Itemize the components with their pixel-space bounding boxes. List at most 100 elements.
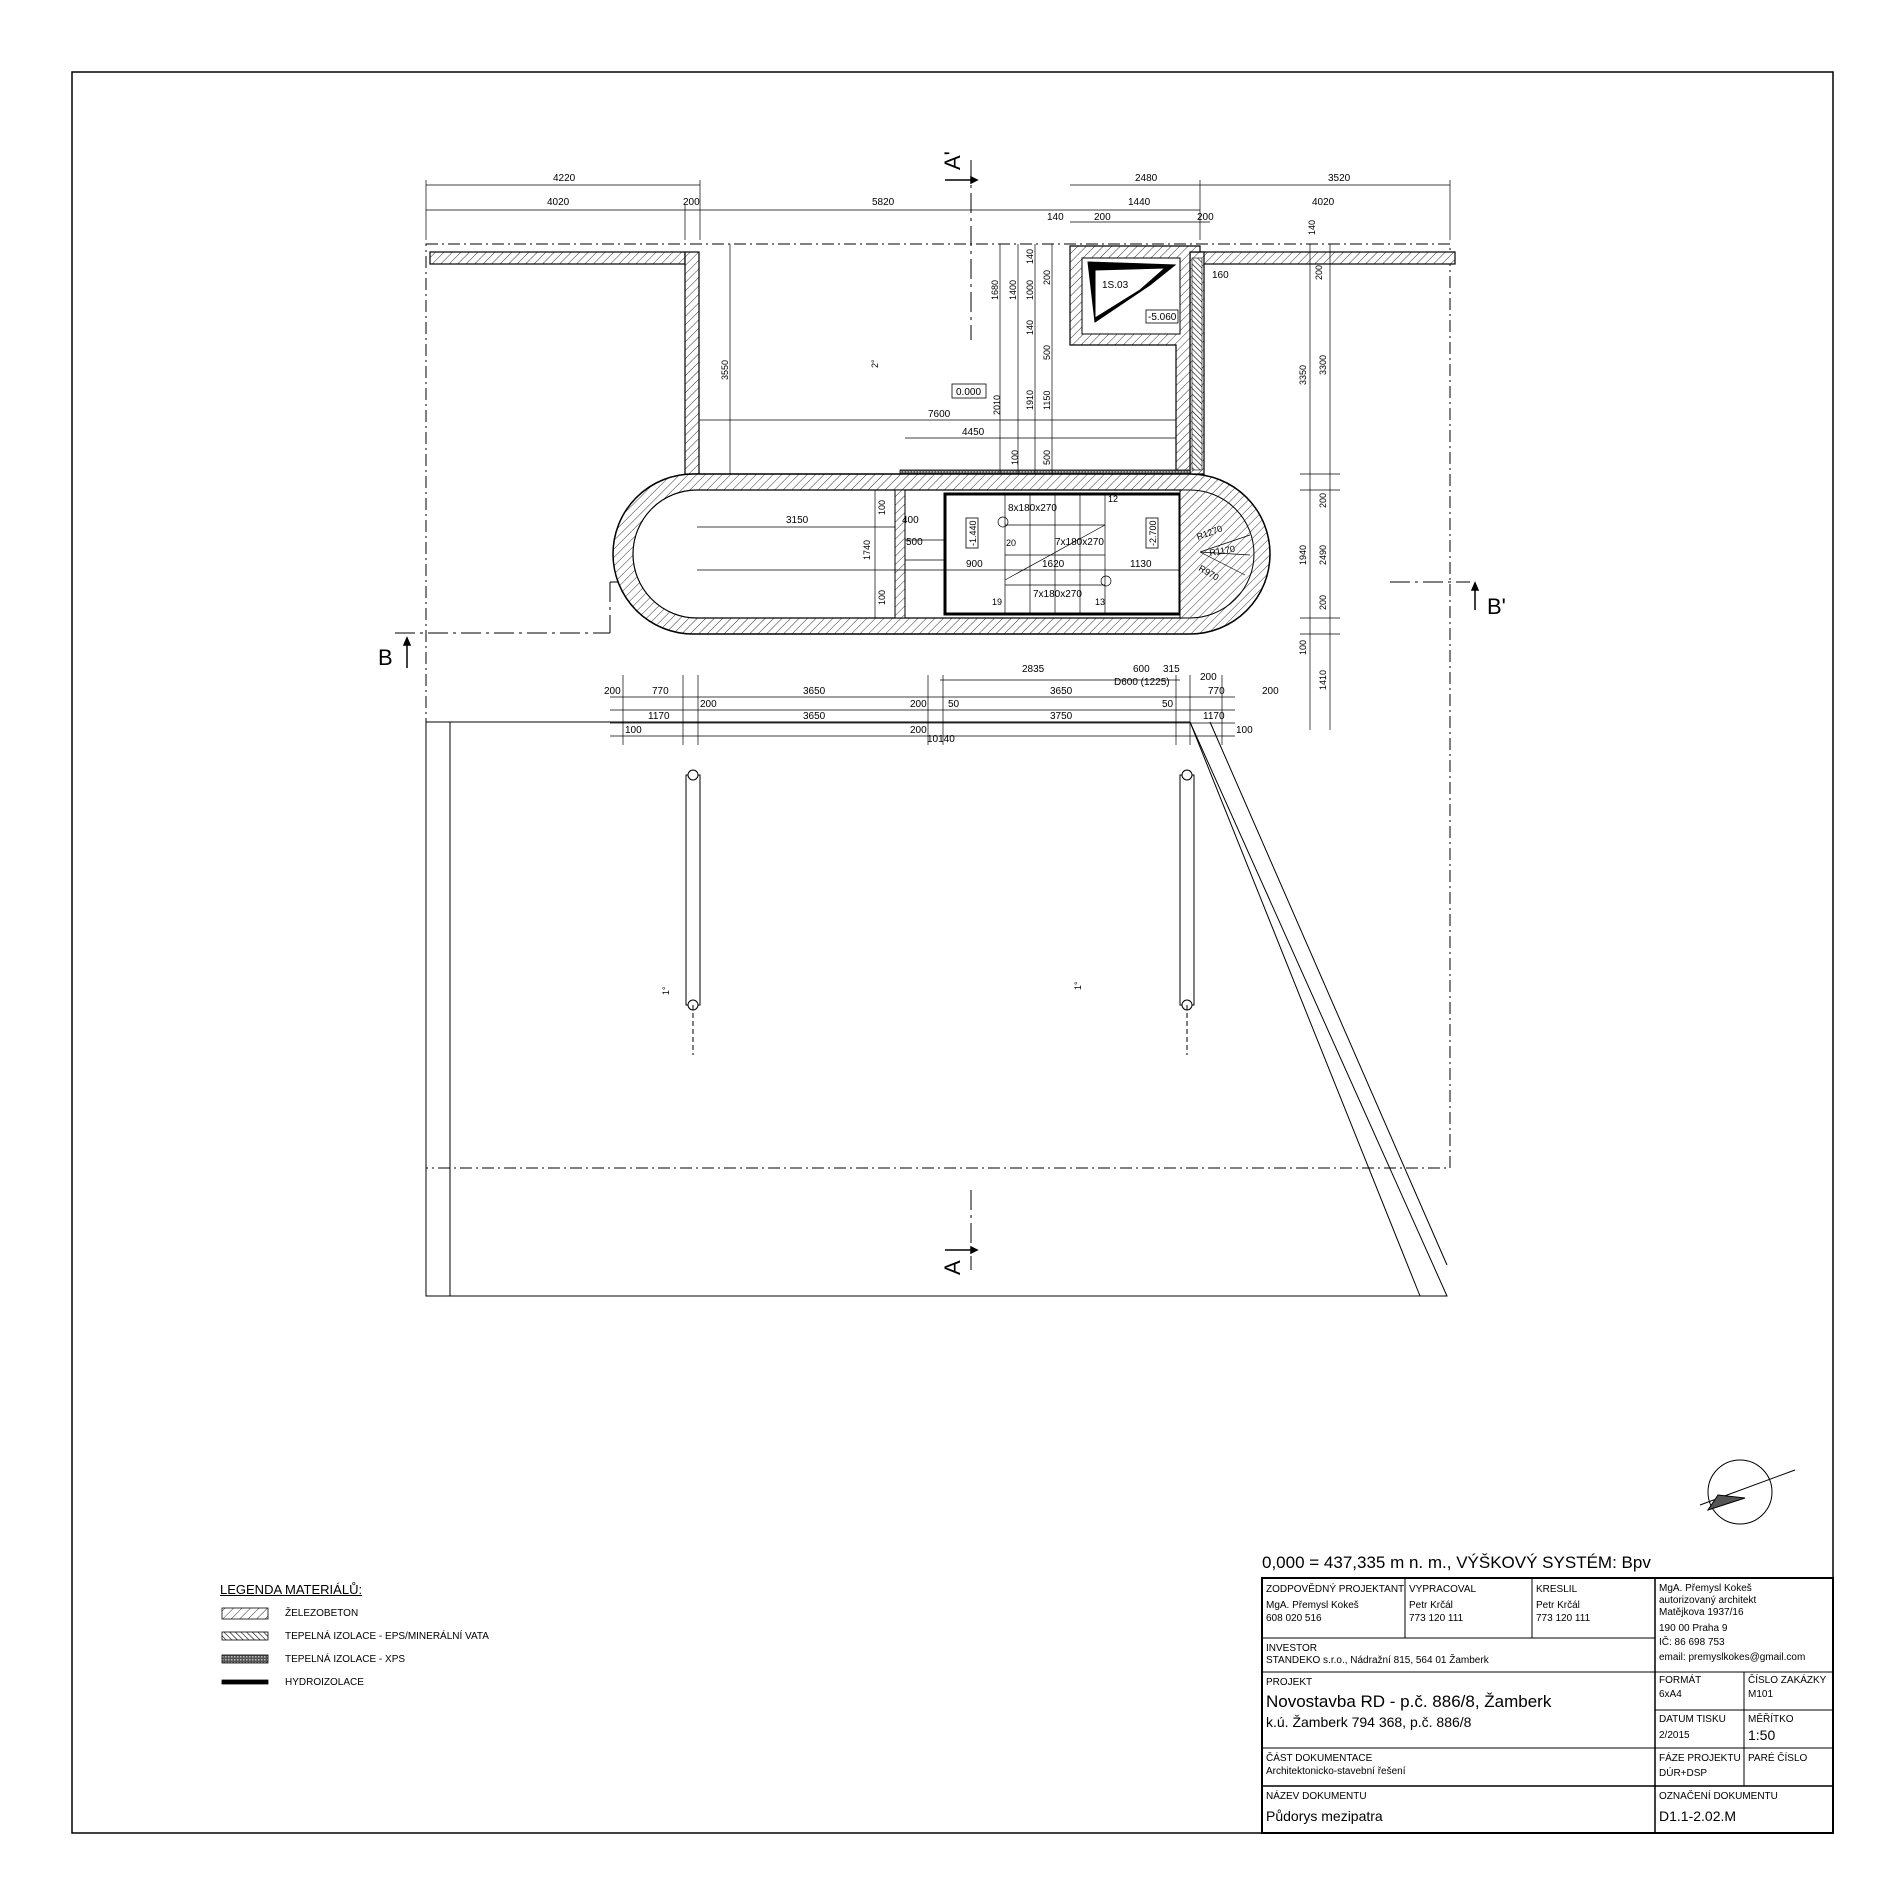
prep-phone: 773 120 111 [1409,1613,1464,1624]
dim-b2-770b: 770 [1208,686,1225,697]
dim-top-4020: 4020 [547,197,570,208]
dim-l-100a: 100 [877,500,887,515]
dim-top-5820: 5820 [872,197,895,208]
docname-value: Půdorys mezipatra [1266,1808,1383,1824]
dim-b1-2835: 2835 [1022,664,1045,675]
dim-r-1410: 1410 [1318,670,1328,690]
dim-v-100: 100 [1010,450,1020,465]
dim-b2-200c: 200 [1262,686,1279,697]
dim-b3-200a: 200 [700,699,717,710]
draw-phone: 773 120 111 [1536,1613,1591,1624]
section-marker-a-top: A' [940,151,965,170]
stairs [997,494,1112,614]
dim-v-500b: 500 [1042,450,1052,465]
order-label: ČÍSLO ZAKÁZKY [1748,1675,1827,1686]
investor-label: INVESTOR [1266,1643,1317,1654]
slope-1b: 1° [1073,981,1083,990]
dim-v-200: 200 [1042,270,1052,285]
dim-b3-200b: 200 [910,699,927,710]
phase-value: DÚR+DSP [1659,1768,1708,1779]
stair-label-1: 8x180x270 [1008,503,1057,514]
architect-line-2: autorizovaný architekt [1659,1595,1757,1606]
legend-title: LEGENDA MATERIÁLŮ: [220,1582,363,1597]
section-marker-b-left: B [378,645,393,670]
legend-item-hydro: HYDROIZOLACE [285,1677,364,1688]
prep-name: Petr Krčál [1409,1600,1453,1611]
order-value: M101 [1748,1689,1774,1700]
dim-b4-1170b: 1170 [1203,711,1225,722]
dim-b2-3650a: 3650 [803,686,826,697]
room-label: 1S.03 [1102,280,1129,291]
dim-h-1130: 1130 [1130,559,1152,570]
resp-label: ZODPOVĚDNÝ PROJEKTANT [1266,1584,1405,1595]
dim-r-2490: 2490 [1318,545,1328,565]
dim-b3-50b: 50 [1162,699,1174,710]
dim-b5-200: 200 [910,725,927,736]
dim-top-200b: 200 [1094,212,1111,223]
dim-top-2480: 2480 [1135,173,1158,184]
scale-label: MĚŘÍTKO [1748,1714,1794,1725]
docname-label: NÁZEV DOKUMENTU [1266,1791,1367,1802]
prep-label: VYPRACOVAL [1409,1584,1477,1595]
step-19: 19 [992,597,1002,607]
dim-h-7600: 7600 [928,409,951,420]
draw-name: Petr Krčál [1536,1600,1580,1611]
dim-v-1150: 1150 [1042,391,1052,410]
legend-item-eps: TEPELNÁ IZOLACE - EPS/MINERÁLNÍ VATA [285,1631,489,1642]
d600-label: D600 (1225) [1114,677,1170,688]
dim-top-1440: 1440 [1128,197,1151,208]
terrace-outline [425,721,1448,1297]
dim-b2-200a: 200 [604,686,621,697]
dim-v-140b: 140 [1025,320,1035,335]
dim-b4-1170a: 1170 [648,711,670,722]
dim-v-140: 140 [1025,249,1035,264]
dim-l-100b: 100 [877,590,887,605]
legend-swatches [221,1607,269,1685]
dim-r-100: 100 [1298,640,1308,655]
architect-line-4: 190 00 Praha 9 [1659,1623,1728,1634]
dim-r-200c: 200 [1318,595,1328,610]
dim-top-200: 200 [683,197,700,208]
project-line-2: k.ú. Žamberk 794 368, p.č. 886/8 [1266,1714,1472,1730]
pavilion-walls [612,473,1271,635]
radius-2: R1170 [1209,544,1236,558]
resp-phone: 608 020 516 [1266,1613,1322,1624]
level-boxes [951,309,1179,549]
dim-b5-100a: 100 [625,725,642,736]
format-label: FORMÁT [1659,1675,1702,1686]
dim-r-3300: 3300 [1318,355,1328,375]
dim-v-2010: 2010 [992,395,1002,415]
dim-top-140: 140 [1047,212,1064,223]
radius-3: R970 [1197,563,1221,582]
dimension-lines [425,180,1451,745]
step-12: 12 [1108,494,1118,504]
scale-value: 1:50 [1748,1727,1776,1743]
sheet-border [71,71,1834,1834]
dim-h-1620: 1620 [1042,559,1065,570]
docmark-value: D1.1-2.02.M [1659,1808,1737,1824]
phase-label: FÁZE PROJEKTU [1659,1753,1741,1764]
format-value: 6xA4 [1659,1689,1682,1700]
dim-r-200: 200 [1314,265,1324,280]
dim-top-3520: 3520 [1328,173,1351,184]
dim-b3-50a: 50 [948,699,960,710]
dim-b1-315: 315 [1163,664,1180,675]
dim-r-200b: 200 [1318,493,1328,508]
dim-h-900: 900 [966,559,983,570]
dim-h-160: 160 [1212,270,1229,281]
architect-line-1: MgA. Přemysl Kokeš [1659,1583,1752,1594]
step-20: 20 [1006,538,1016,548]
architect-line-6: email: premyslkokes@gmail.com [1659,1652,1806,1663]
dim-h-3150: 3150 [786,515,809,526]
copy-label: PARÉ ČÍSLO [1748,1753,1808,1764]
dim-top-4220: 4220 [553,173,576,184]
stair-label-2: 7x180x270 [1055,537,1104,548]
level-right: -2.700 [1148,520,1158,546]
architect-line-5: IČ: 86 698 753 [1659,1637,1725,1648]
date-value: 2/2015 [1659,1730,1690,1741]
dim-b4-3650: 3650 [803,711,826,722]
part-value: Architektonicko-stavební řešení [1266,1766,1406,1777]
columns [685,769,1195,1055]
dim-h-4450: 4450 [962,427,985,438]
